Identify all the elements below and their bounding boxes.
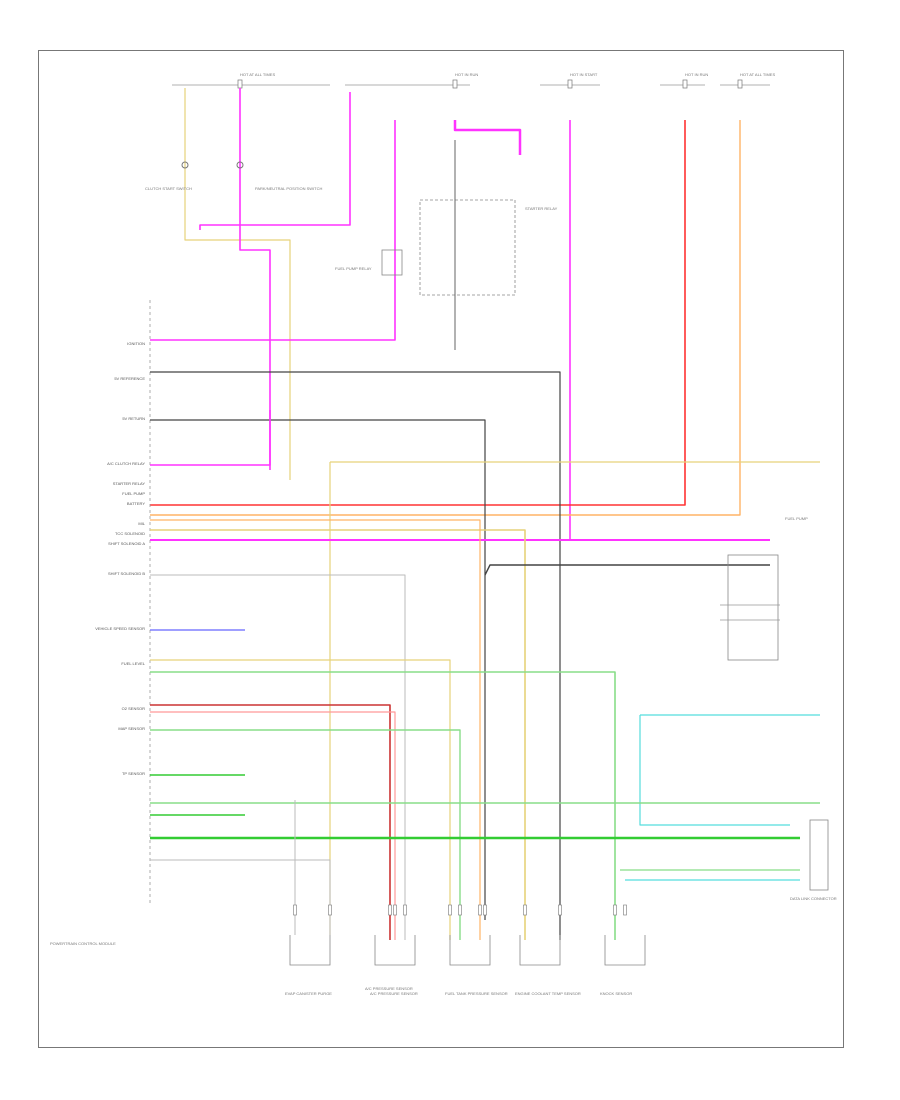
pcm-pin-label: TP SENSOR <box>122 771 145 776</box>
wire-red <box>150 711 396 940</box>
fuel-pump-relay-box <box>381 249 403 276</box>
wire-darkred <box>150 704 391 940</box>
pcm-pin-label: VEHICLE SPEED SENSOR <box>95 626 145 631</box>
component-connector <box>449 935 491 966</box>
wire-orange <box>150 120 741 516</box>
switch-contact-icon <box>236 161 244 169</box>
module-label: POWERTRAIN CONTROL MODULE <box>50 941 116 946</box>
wire-tan <box>150 529 526 940</box>
fuse-label: HOT IN RUN <box>455 72 478 77</box>
connector-pin <box>558 904 562 916</box>
connector-pin <box>388 904 392 916</box>
connector-pin <box>448 904 452 916</box>
component-label: EVAP CANISTER PURGE <box>285 991 332 996</box>
fuse-f2 <box>452 79 458 89</box>
wire-black <box>484 564 770 576</box>
data-link-connector-box <box>809 819 829 891</box>
wire-pink <box>239 88 271 470</box>
pcm-pin-label: IGNITION <box>127 341 145 346</box>
connector-pin <box>613 904 617 916</box>
component-connector <box>289 935 331 966</box>
component-connector <box>604 935 646 966</box>
wire-gray <box>150 574 406 940</box>
component-connector <box>374 935 416 966</box>
component-label: A/C PRESSURE SENSOR <box>370 991 418 996</box>
pcm-pin-label: 5V RETURN <box>122 416 145 421</box>
fuse-label: HOT IN START <box>570 72 598 77</box>
pcm-pin-label: O2 SENSOR <box>122 706 145 711</box>
connector-pin <box>293 904 297 916</box>
wire-red <box>150 120 686 506</box>
wire-black <box>150 371 561 940</box>
pcm-pin-label: A/C CLUTCH RELAY <box>107 461 145 466</box>
component-label: KNOCK SENSOR <box>600 991 632 996</box>
fuse-f5 <box>737 79 743 89</box>
pcm-pin-label: FUEL LEVEL <box>121 661 145 666</box>
fuse-label: HOT IN RUN <box>685 72 708 77</box>
connector-pin <box>478 904 482 916</box>
fuse-label: HOT AT ALL TIMES <box>240 72 275 77</box>
wire-gray <box>150 859 331 935</box>
wire-tan <box>184 88 291 480</box>
pcm-pin-label: SHIFT SOLENOID A <box>108 541 145 546</box>
component-label: ENGINE COOLANT TEMP SENSOR <box>515 991 581 996</box>
wire-tan <box>150 659 451 940</box>
fuse-f4 <box>682 79 688 89</box>
fuel-pump-module-box <box>727 554 779 661</box>
connector-pin <box>623 904 627 916</box>
wire-lightgreen <box>150 671 616 940</box>
wire-pink <box>150 410 271 466</box>
component-label: DATA LINK CONNECTOR <box>790 896 837 901</box>
pcm-pin-label: MAP SENSOR <box>118 726 145 731</box>
wire-black <box>150 419 486 920</box>
pcm-pin-label: FUEL PUMP <box>122 491 145 496</box>
pcm-pin-label: SHIFT SOLENOID B <box>108 571 145 576</box>
wire-cyan <box>639 715 790 826</box>
switch-contact-icon <box>181 161 189 169</box>
wire-orange <box>150 519 481 940</box>
component-label: FUEL TANK PRESSURE SENSOR <box>445 991 508 996</box>
component-label: A/C PRESSURE SENSOR <box>365 986 413 991</box>
connector-pin <box>393 904 397 916</box>
component-label: FUEL PUMP RELAY <box>335 266 372 271</box>
component-label: PARK/NEUTRAL POSITION SWITCH <box>255 186 322 191</box>
fuse-f3 <box>567 79 573 89</box>
component-connector <box>519 935 561 966</box>
fuse-f1 <box>237 79 243 89</box>
pcm-pin-label: BATTERY <box>127 501 145 506</box>
wire-lightgreen <box>150 729 461 940</box>
connector-pin <box>483 904 487 916</box>
component-label: CLUTCH START SWITCH <box>145 186 192 191</box>
wire-pink <box>150 120 396 341</box>
connector-pin <box>328 904 332 916</box>
wire-pink <box>150 120 571 541</box>
starter-relay-box <box>419 199 516 296</box>
connector-pin <box>458 904 462 916</box>
pcm-pin-label: STARTER RELAY <box>113 481 146 486</box>
pcm-pin-label: 5V REFERENCE <box>114 376 145 381</box>
wire-pink <box>453 120 522 155</box>
wire-pink <box>199 92 351 230</box>
diagram-sheet <box>38 50 844 1048</box>
connector-pin <box>403 904 407 916</box>
component-label: STARTER RELAY <box>525 206 558 211</box>
fuse-label: HOT AT ALL TIMES <box>740 72 775 77</box>
pcm-pin-label: TCC SOLENOID <box>115 531 145 536</box>
connector-pin <box>523 904 527 916</box>
component-label: FUEL PUMP <box>785 516 808 521</box>
pcm-pin-label: MIL <box>138 521 145 526</box>
